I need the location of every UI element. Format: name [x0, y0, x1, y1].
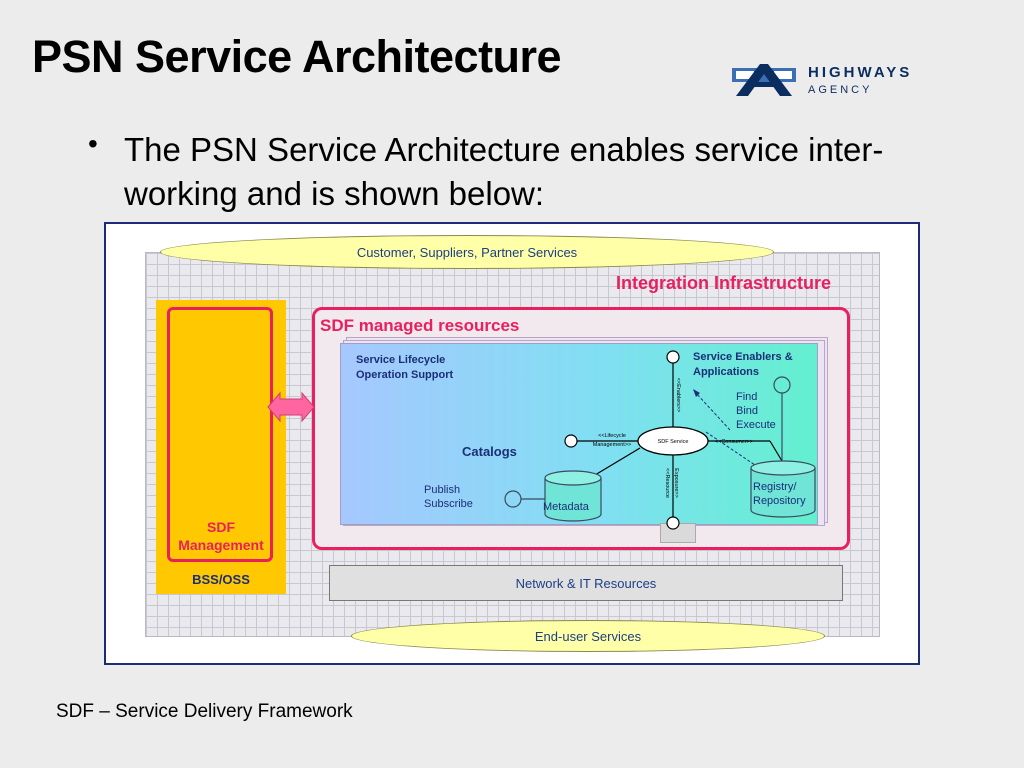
find-bind-execute-label: Find Bind Execute — [736, 390, 776, 432]
customer-services-ellipse: Customer, Suppliers, Partner Services — [160, 235, 774, 269]
sdf-management-line-1: SDF — [207, 519, 235, 535]
sdf-management-line-2: Management — [178, 537, 264, 553]
service-lifecycle-line-1: Service Lifecycle — [356, 354, 446, 366]
bss-oss-label: BSS/OSS — [192, 572, 250, 587]
publish-label: Publish — [424, 484, 461, 496]
network-it-resources-bar: Network & IT Resources — [329, 565, 843, 601]
registry-line-2: Repository — [753, 495, 806, 507]
sdf-management-frame — [167, 307, 273, 562]
service-lifecycle-label: Service Lifecycle Operation Support — [356, 353, 453, 383]
catalogs-label: Catalogs — [462, 444, 517, 459]
bullet-text: The PSN Service Architecture enables ser… — [124, 131, 884, 212]
subscribe-label: Subscribe — [424, 498, 473, 510]
logo-text-agency: AGENCY — [808, 84, 873, 96]
registry-line-1: Registry/ — [753, 481, 797, 493]
sdf-managed-resources-label: SDF managed resources — [320, 316, 520, 335]
sdf-management-label: SDF Management — [166, 518, 276, 554]
slide-title: PSN Service Architecture — [32, 31, 562, 82]
bind-label: Bind — [736, 405, 759, 417]
sdf-management-block — [156, 300, 286, 594]
logo-text-highways: HIGHWAYS — [808, 64, 913, 81]
highways-agency-logo — [732, 64, 796, 96]
metadata-label: Metadata — [543, 501, 589, 513]
service-enablers-line-1: Service Enablers & — [693, 351, 793, 363]
service-enablers-line-2: Applications — [693, 366, 760, 378]
execute-label: Execute — [736, 419, 776, 431]
service-lifecycle-line-2: Operation Support — [356, 369, 454, 381]
integration-infrastructure-label: Integration Infrastructure — [616, 273, 832, 293]
service-enablers-label: Service Enablers & Applications — [693, 350, 793, 380]
find-label: Find — [736, 391, 758, 403]
footnote: SDF – Service Delivery Framework — [56, 701, 353, 722]
bullet-icon: • — [88, 128, 98, 159]
registry-repository-label: Registry/ Repository — [753, 480, 806, 508]
publish-subscribe-label: Publish Subscribe — [424, 483, 473, 511]
end-user-services-ellipse: End-user Services — [351, 620, 825, 652]
resource-connector-tab — [660, 523, 696, 543]
